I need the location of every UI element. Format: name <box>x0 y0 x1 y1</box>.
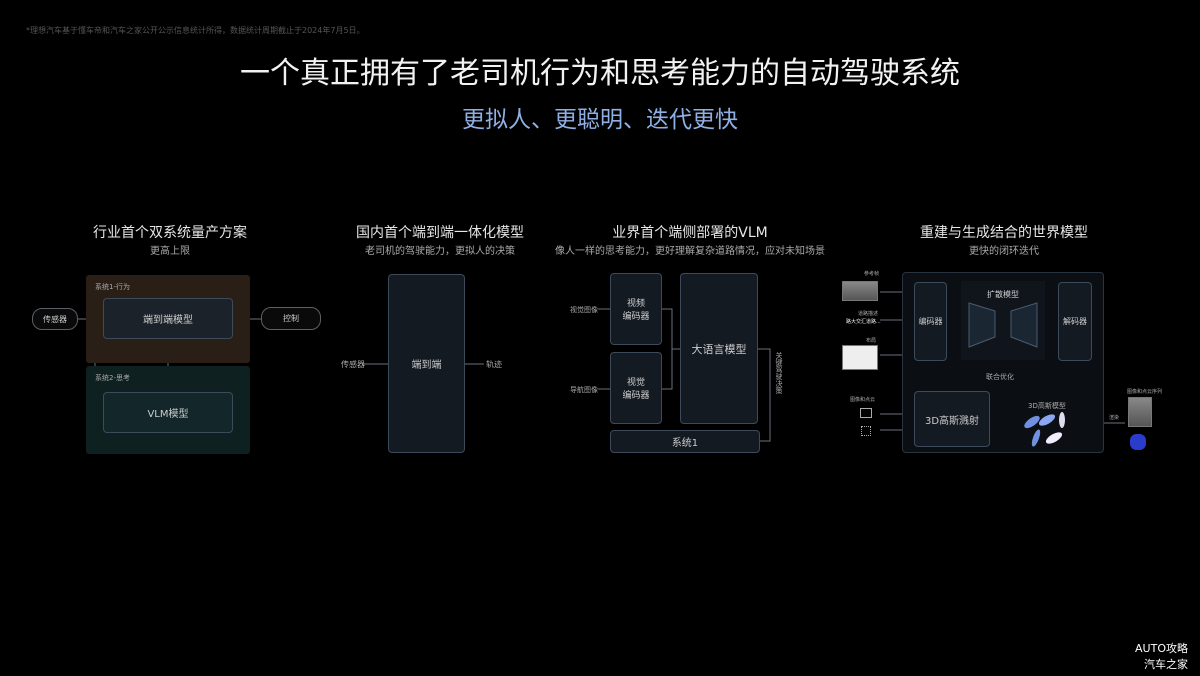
visual-image-label: 视觉图像 <box>570 306 598 314</box>
panel4-subtitle: 更快的闭环迭代 <box>969 246 1039 257</box>
gaussian-model-label: 3D高斯模型 <box>1028 402 1066 410</box>
joint-opt-label: 联合优化 <box>986 373 1014 381</box>
watermark-autohome: 汽车之家 <box>1144 658 1188 671</box>
img-pc-label: 图像和点云 <box>850 397 876 403</box>
gaussian-splat-box: 3D高斯溅射 <box>914 391 990 447</box>
point-cloud-render <box>1130 434 1146 450</box>
panel3-title: 业界首个端侧部署的VLM <box>612 225 768 241</box>
road-desc-text: 路大交汇道路... <box>846 319 881 325</box>
sequence-label: 图像和点云序列 <box>1127 389 1163 395</box>
diffusion-region: 扩散模型 <box>961 281 1045 360</box>
page-subtitle: 更拟人、更聪明、迭代更快 <box>462 107 738 133</box>
diffusion-label: 扩散模型 <box>987 290 1019 299</box>
ref-frame-image <box>842 281 878 301</box>
layout-label: 布局 <box>866 338 877 344</box>
sensor-label: 传感器 <box>341 360 365 369</box>
layout-image <box>842 345 878 370</box>
panel1-title: 行业首个双系统量产方案 <box>93 225 247 241</box>
visual-encoder-box: 视觉 编码器 <box>610 352 662 424</box>
system1-label: 系统1-行为 <box>95 283 130 291</box>
panel3-subtitle: 像人一样的思考能力，更好理解复杂道路情况，应对未知场景 <box>555 246 825 257</box>
e2e-model-box: 端到端模型 <box>103 298 233 339</box>
nav-image-label: 导航图像 <box>570 386 598 394</box>
panel2-subtitle: 老司机的驾驶能力，更拟人的决策 <box>365 246 515 257</box>
gaussian-ellipses-icon <box>1024 412 1065 447</box>
ref-frame-label: 参考帧 <box>864 271 880 277</box>
render-label: 渲染 <box>1109 415 1120 421</box>
e2e-box: 端到端 <box>388 274 465 453</box>
point-cloud-icon <box>861 426 871 436</box>
decoder-box: 解码器 <box>1058 282 1092 361</box>
panel4-title: 重建与生成结合的世界模型 <box>920 225 1088 241</box>
decision-label: 关键驾驶决策 <box>775 352 783 394</box>
vlm-model-box: VLM模型 <box>103 392 233 433</box>
llm-box: 大语言模型 <box>680 273 758 424</box>
sensor-pill: 传感器 <box>32 308 78 330</box>
system2-label: 系统2-思考 <box>95 374 130 382</box>
encoder-box: 编码器 <box>914 282 947 361</box>
footnote: *理想汽车基于懂车帝和汽车之家公开公示信息统计所得，数据统计周期截止于2024年… <box>26 26 365 35</box>
panel1-subtitle: 更高上限 <box>150 246 190 257</box>
image-icon <box>860 408 872 418</box>
road-desc-label: 道路描述 <box>858 311 879 317</box>
system1-box: 系统1 <box>610 430 760 453</box>
sequence-image <box>1128 397 1152 427</box>
page-title: 一个真正拥有了老司机行为和思考能力的自动驾驶系统 <box>240 56 960 91</box>
trajectory-label: 轨迹 <box>486 360 502 369</box>
diffusion-unet-icon <box>968 302 1038 348</box>
watermark-auto: AUTO攻略 <box>1135 642 1188 655</box>
video-encoder-box: 视频 编码器 <box>610 273 662 345</box>
panel2-title: 国内首个端到端一体化模型 <box>356 225 524 241</box>
control-pill: 控制 <box>261 307 321 330</box>
